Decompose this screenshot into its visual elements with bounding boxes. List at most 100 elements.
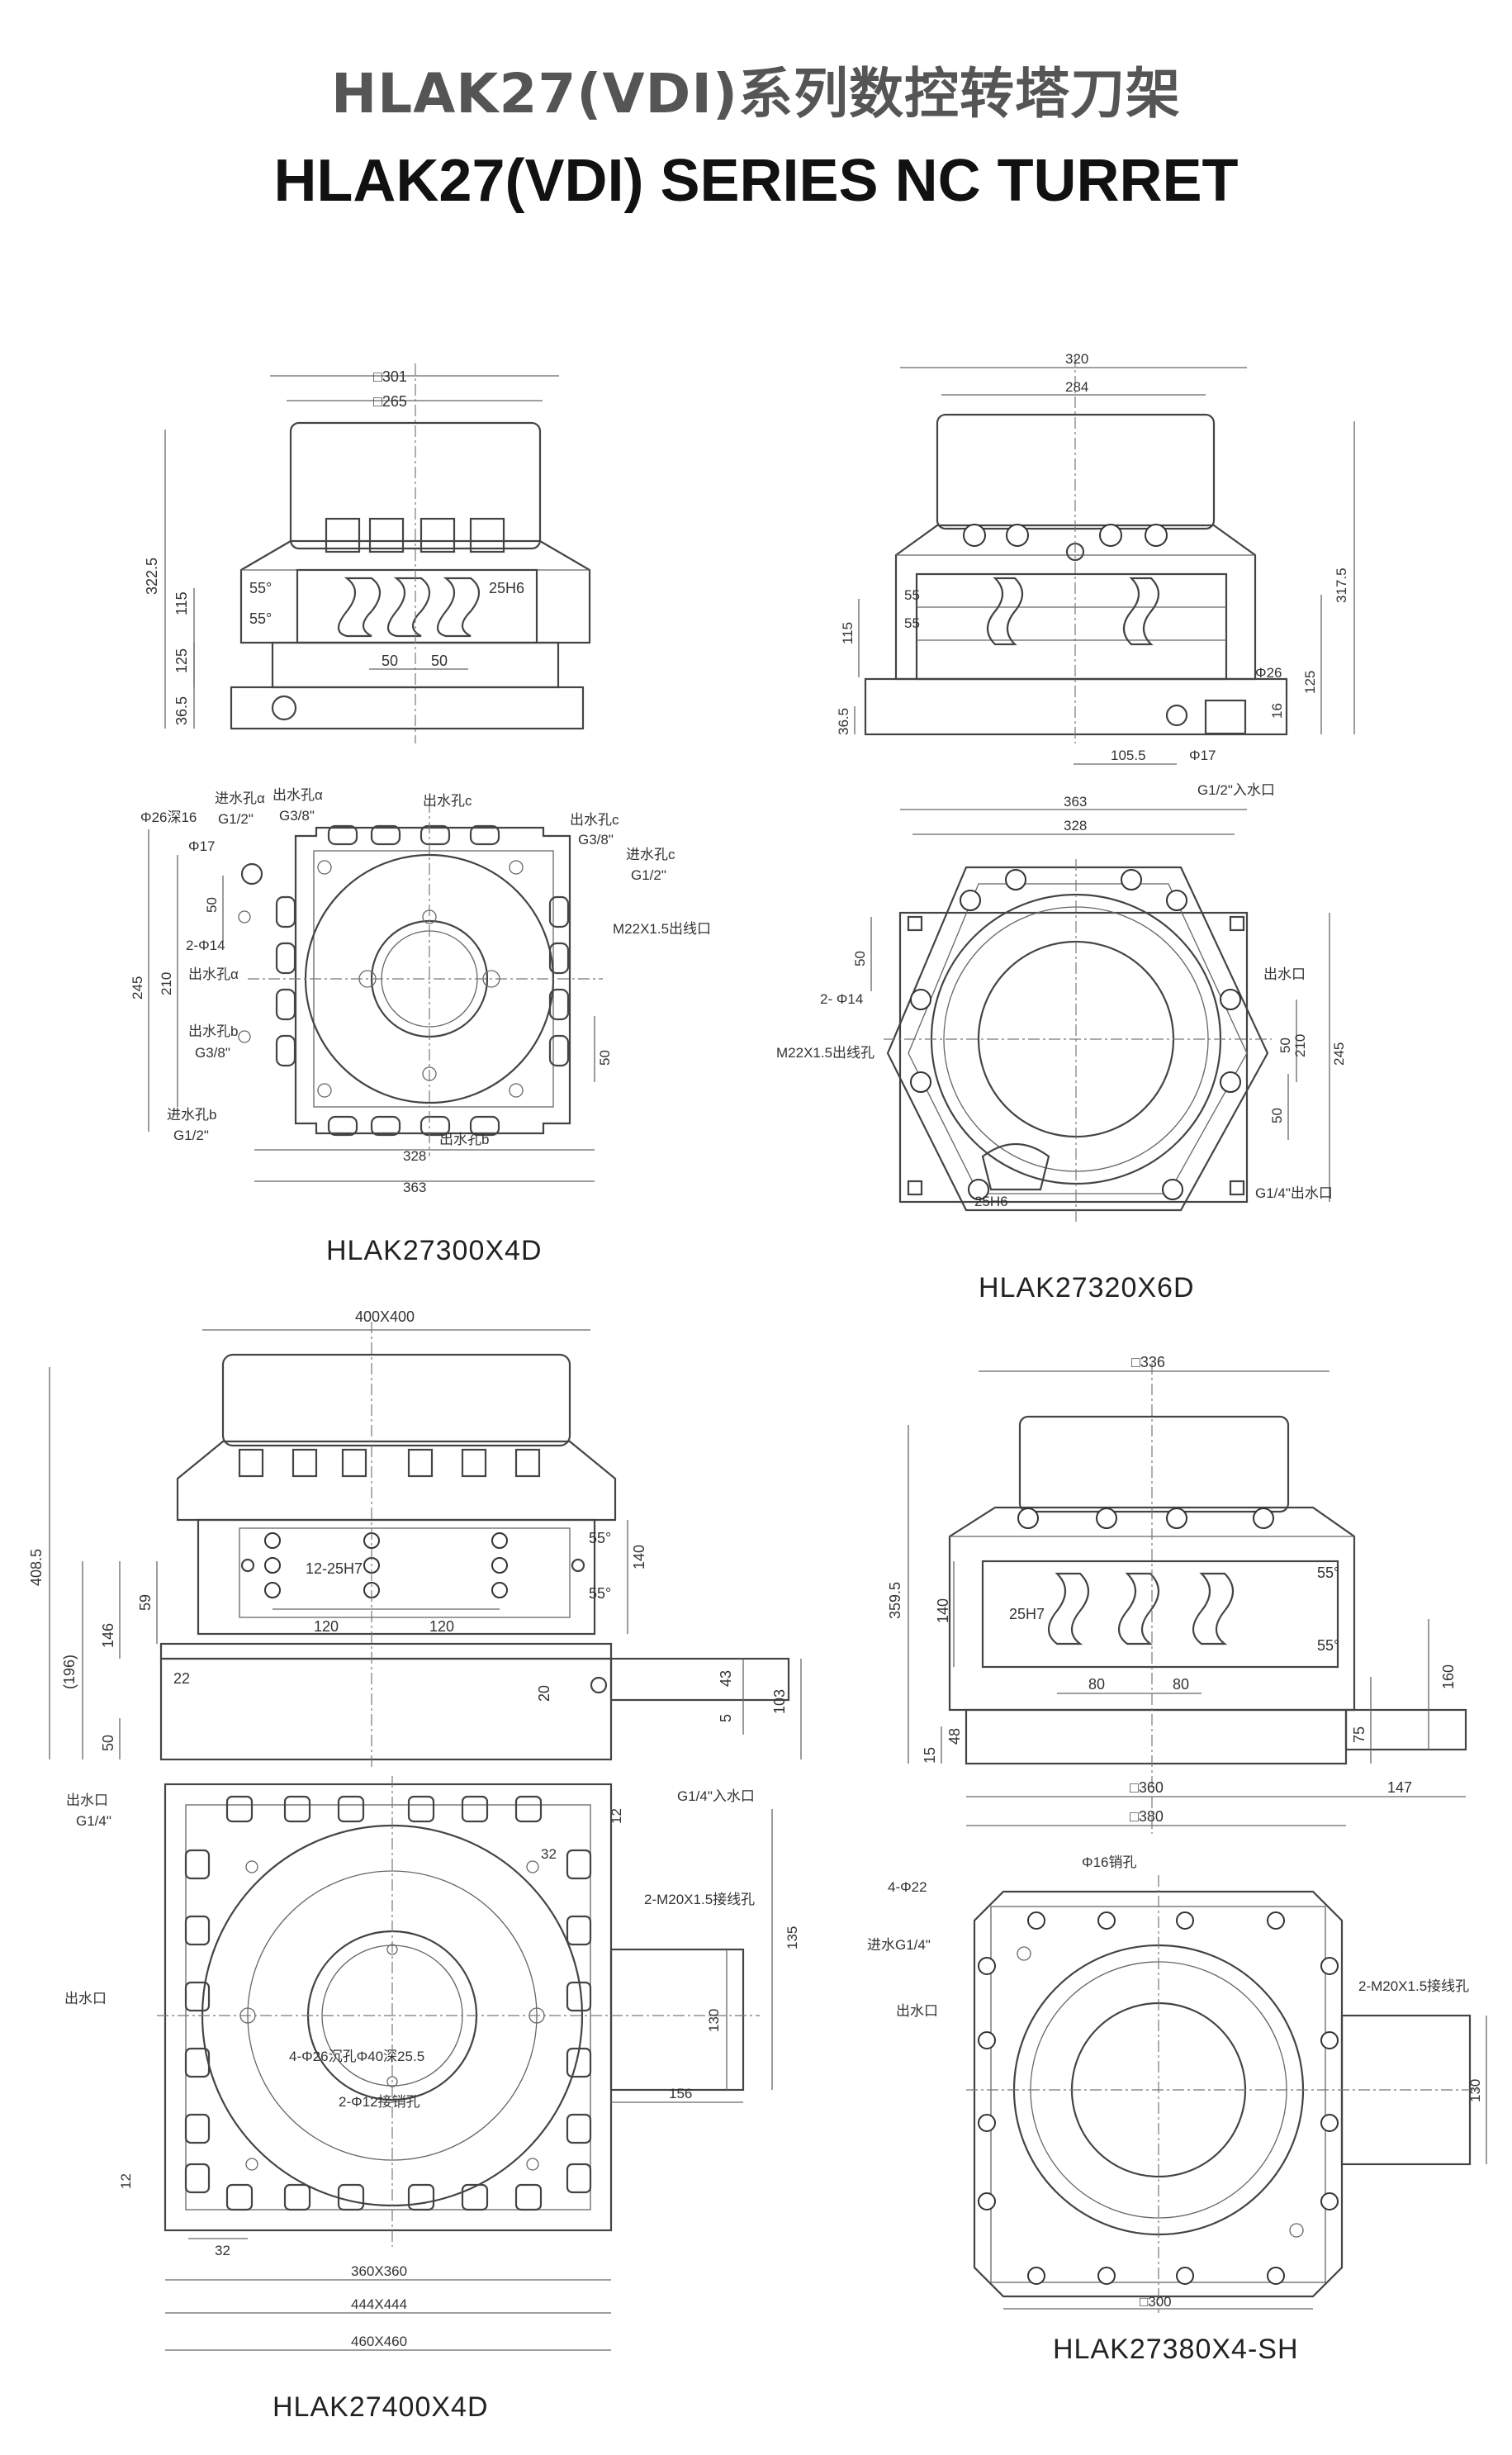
v1-side-50b: 50 — [431, 653, 448, 669]
v3-top-444: 444X444 — [351, 2296, 407, 2312]
v1-top-phi14: 2-Φ14 — [186, 938, 225, 953]
v4-side-3595: 359.5 — [887, 1582, 903, 1619]
v4-side-48: 48 — [946, 1728, 963, 1745]
v3-top-130: 130 — [706, 2009, 722, 2032]
v4-side-25h7: 25H7 — [1009, 1606, 1045, 1622]
view3-top-plan: 出水口 G1/4" G1/4"入水口 12 32 2-M20X1.5接线孔 13… — [64, 1776, 800, 2351]
v3-top-12b: 12 — [118, 2173, 134, 2189]
v3-top-out: 出水口 — [66, 1793, 108, 1808]
v2-side-55a: 55 — [904, 587, 920, 603]
v2-top-210: 210 — [1292, 1034, 1308, 1057]
v1-side-365: 36.5 — [173, 696, 190, 725]
v3-top-135: 135 — [784, 1926, 800, 1949]
v4-side-360: □360 — [1130, 1779, 1164, 1796]
v3-side-120a: 120 — [314, 1618, 339, 1635]
v1-side-55b: 55° — [249, 610, 272, 627]
model-label-3: HLAK27400X4D — [273, 2391, 489, 2423]
view4-top-plan: Φ16销孔 4-Φ22 进水G1/4" 出水口 2-M20X1.5接线孔 130… — [867, 1854, 1487, 2313]
v1-side-115: 115 — [173, 591, 190, 615]
v1-top-out-c2: 出水孔c — [570, 812, 619, 828]
v4-top-phi22: 4-Φ22 — [888, 1879, 927, 1895]
v3-side-120b: 120 — [429, 1618, 454, 1635]
v2-top-out: 出水口 — [1263, 966, 1306, 982]
v3-top-12: 12 — [609, 1808, 624, 1824]
view3-side-elevation: 400X400 408.5 59 (196) 146 50 12-25H7 12… — [28, 1308, 802, 1768]
v3-side-4085: 408.5 — [28, 1549, 45, 1586]
v2-top-50b: 50 — [1269, 1108, 1285, 1123]
v1-top-in-a: 进水孔α — [215, 791, 265, 806]
v4-side-55a: 55° — [1317, 1565, 1339, 1581]
view1-side-elevation: □301 □265 322.5 115 125 36.5 55° 55° 25H… — [144, 363, 591, 743]
title-chinese: HLAK27(VDI)系列数控转塔刀架 — [330, 62, 1182, 126]
v1-top-328: 328 — [403, 1148, 426, 1164]
model-label-1: HLAK27300X4D — [326, 1235, 543, 1266]
v1-top-out-a-g: G3/8" — [279, 808, 315, 824]
v1-top-out-c2-g: G3/8" — [578, 832, 614, 848]
v2-top-phi14: 2- Φ14 — [820, 991, 863, 1007]
v1-top-210: 210 — [159, 972, 174, 995]
v4-side-147: 147 — [1387, 1779, 1412, 1796]
v3-top-out2: 出水口 — [64, 1991, 107, 2006]
v2-top-25h6: 25H6 — [974, 1194, 1008, 1209]
v3-side-140: 140 — [631, 1545, 647, 1569]
v3-top-156: 156 — [669, 2086, 692, 2101]
v3-side-20: 20 — [536, 1685, 552, 1702]
v3-top-phi26: 4-Φ26沉孔Φ40深25.5 — [289, 2049, 424, 2064]
v3-top-phi12: 2-Φ12接销孔 — [339, 2094, 420, 2110]
v2-side-16: 16 — [1269, 703, 1285, 719]
v3-side-43: 43 — [718, 1670, 734, 1687]
model-label-4: HLAK27380X4-SH — [1053, 2334, 1299, 2365]
v1-side-3225: 322.5 — [144, 558, 160, 595]
v4-side-160: 160 — [1440, 1664, 1457, 1689]
v1-top-out-b2: 出水孔b — [439, 1132, 489, 1147]
v1-top-out-a: 出水孔α — [273, 787, 323, 803]
v2-top-245: 245 — [1331, 1042, 1347, 1066]
v2-side-115: 115 — [840, 622, 856, 644]
v1-side-55a: 55° — [249, 580, 272, 596]
v2-top-328: 328 — [1064, 818, 1087, 833]
v4-side-75: 75 — [1351, 1726, 1367, 1743]
v2-side-phi17: Φ17 — [1189, 748, 1216, 763]
v3-top-32: 32 — [541, 1846, 557, 1862]
v3-top-460: 460X460 — [351, 2334, 407, 2349]
v2-side-284: 284 — [1065, 379, 1088, 395]
v1-top-in-a-g: G1/2" — [218, 811, 254, 827]
v4-top-in: 进水G1/4" — [867, 1937, 931, 1953]
v1-top-245: 245 — [130, 976, 145, 1000]
v1-top-m22: M22X1.5出线口 — [613, 921, 711, 937]
v1-side-301: □301 — [373, 368, 407, 385]
v4-side-15: 15 — [922, 1747, 938, 1764]
v4-side-140: 140 — [935, 1598, 951, 1623]
view4-side-elevation: □336 359.5 140 25H7 55° 55° 160 80 80 75… — [887, 1354, 1467, 1834]
v1-top-50t: 50 — [204, 897, 220, 913]
v1-side-25h6: 25H6 — [489, 580, 524, 596]
v1-top-in-c-g: G1/2" — [631, 867, 666, 883]
v3-side-55a: 55° — [589, 1530, 611, 1546]
v2-side-365: 36.5 — [836, 708, 851, 735]
v2-side-g12: G1/2"入水口 — [1197, 782, 1275, 798]
v4-top-300: □300 — [1140, 2294, 1172, 2310]
v2-top-g14: G1/4"出水口 — [1255, 1185, 1333, 1201]
model-label-2: HLAK27320X6D — [979, 1272, 1195, 1303]
v1-top-50r: 50 — [597, 1050, 613, 1066]
v2-top-m22: M22X1.5出线孔 — [776, 1045, 874, 1061]
v1-top-in-c: 进水孔c — [626, 847, 675, 862]
title-english: HLAK27(VDI) SERIES NC TURRET — [273, 148, 1239, 214]
v2-top-50a: 50 — [1277, 1038, 1293, 1053]
v1-side-265: □265 — [373, 393, 407, 410]
v2-side-1055: 105.5 — [1111, 748, 1146, 763]
v3-side-146: 146 — [100, 1623, 116, 1648]
v4-side-380: □380 — [1130, 1808, 1164, 1825]
v4-top-130: 130 — [1467, 2079, 1483, 2102]
v1-top-in-b: 进水孔b — [167, 1107, 216, 1123]
v4-side-55b: 55° — [1317, 1637, 1339, 1654]
v2-side-3175: 317.5 — [1334, 567, 1349, 603]
v3-side-50: 50 — [100, 1735, 116, 1751]
v3-side-22: 22 — [173, 1670, 190, 1687]
view2-top-plan: 363 328 50 2- Φ14 M22X1.5出线孔 出水口 50 210 … — [776, 794, 1347, 1223]
v1-top-363: 363 — [403, 1180, 426, 1195]
v1-top-phi26: Φ26深16 — [140, 810, 197, 825]
v2-side-55b: 55 — [904, 615, 920, 631]
v2-top-363: 363 — [1064, 794, 1087, 810]
